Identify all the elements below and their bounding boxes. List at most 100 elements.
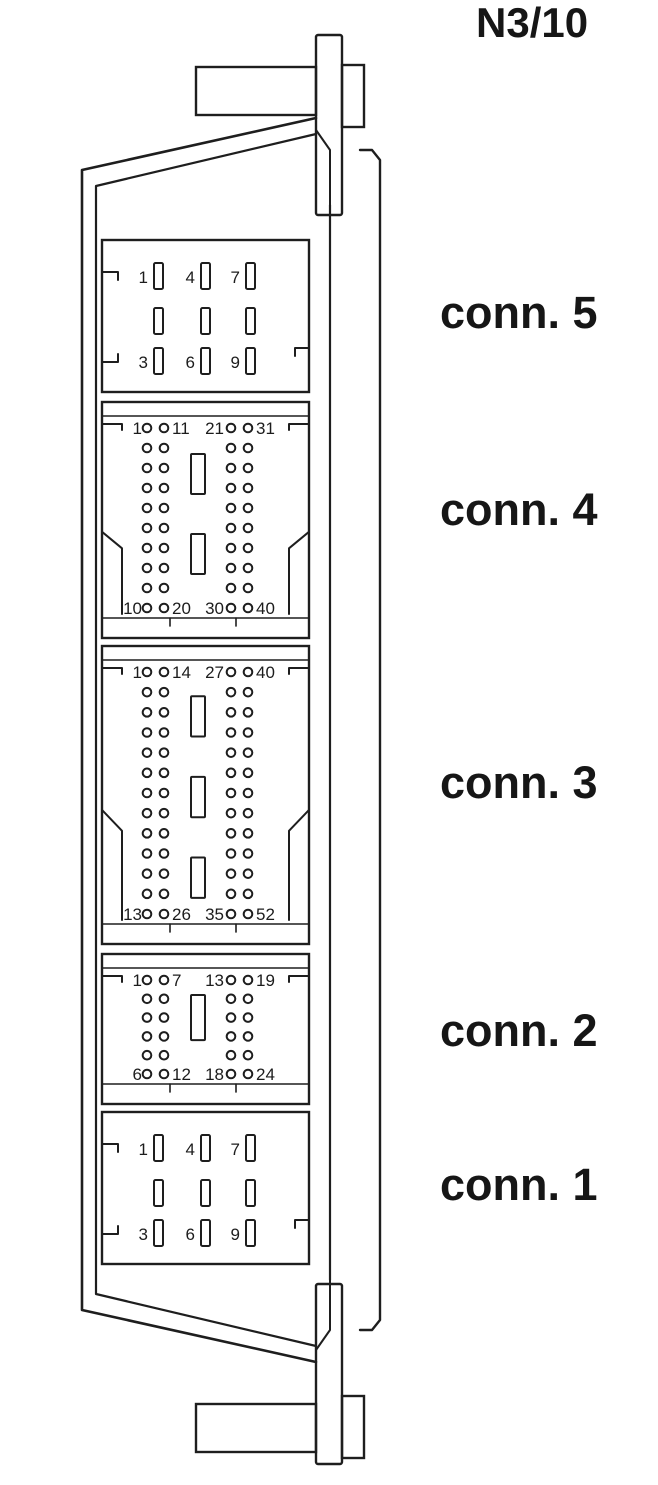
conn-3-block-pin [158,727,170,738]
conn-3-block-pin [158,848,170,859]
conn-3-block [100,644,311,946]
conn-4-block-pin [225,442,237,454]
conn-5-block-pin-label-bottom: 3 [139,353,148,372]
conn-4-block-pin [225,502,237,514]
conn-1-block-blade [200,1179,211,1207]
conn-2-block-pin [141,1012,153,1023]
conn-2-block-label-bottom-left: 6 [133,1065,142,1084]
conn-2-block-label-bottom-right-inner: 18 [205,1065,224,1084]
conn-3-block-pin [225,747,237,758]
conn-4-block-label-top-right: 31 [256,419,275,438]
conn-2-label: conn. 2 [440,1005,598,1056]
conn-2-block-label-top-right: 19 [256,971,275,990]
conn-1-block-pin-label-top: 7 [231,1140,240,1159]
conn-3-block-pin [141,888,153,900]
conn-3-block-label-bottom-right-inner: 35 [205,905,224,924]
conn-3-block-pin [158,908,170,920]
conn-1-block-pin-label-bottom: 6 [186,1225,195,1244]
conn-4-block-hook-left [101,423,123,431]
conn-4-block-pin [141,542,153,554]
conn-4-block-label-bottom-left: 10 [123,599,142,618]
conn-3-block-pin [225,767,237,779]
conn-3-block-pin [158,707,170,718]
conn-4-block-pin [242,562,254,574]
conn-5-block-notch-bl [101,353,119,363]
conn-4-block-label-bottom-left-inner: 20 [172,599,191,618]
conn-4-block-pin [242,542,254,554]
conn-1-label: conn. 1 [440,1159,598,1210]
conn-5-label: conn. 5 [440,287,598,338]
conn-5-block-notch-tl [101,271,119,281]
conn-1-block-notch-r [294,1219,310,1229]
conn-3-block-pin [141,848,153,859]
conn-3-block-pin [141,747,153,758]
conn-5-block [100,238,311,394]
conn-2-block-pin [158,974,170,986]
conn-2-block-pin [158,993,170,1005]
conn-4-block-label-top-left: 1 [133,419,142,438]
conn-4-block [100,400,311,640]
conn-2-block-pin [141,993,153,1005]
conn-1-block-blade [200,1219,211,1247]
conn-2-block-pin [225,993,237,1005]
conn-1-block-pin-label-top: 4 [186,1140,195,1159]
conn-4-block-pin [242,462,254,474]
conn-4-block-pin [141,482,153,494]
conn-3-block-pin [242,767,254,779]
conn-3-block-pin [225,868,237,879]
conn-1-block-pin-label-bottom: 3 [139,1225,148,1244]
conn-2-block-pin [242,1012,254,1023]
conn-2-block-pin [158,1068,170,1080]
conn-5-block-pin-label-bottom: 6 [186,353,195,372]
conn-4-block-pin [225,562,237,574]
conn-5-block-pin-label-top: 4 [186,268,195,287]
conn-3-block-pin [158,828,170,839]
conn-4-block-pin [158,602,170,614]
conn-4-block-pin [242,502,254,514]
conn-1-block-pin-label-top: 1 [139,1140,148,1159]
conn-4-label: conn. 4 [440,484,598,535]
conn-2-block-pin [225,1068,237,1080]
conn-1-block-blade [153,1219,164,1247]
conn-3-block-label-bottom-left: 13 [123,905,142,924]
conn-2-block-key-slot [190,994,206,1042]
conn-2-block-label-top-left: 1 [133,971,142,990]
conn-2-block-pin [141,974,153,986]
housing-back-edge [358,148,382,1332]
conn-3-block-pin [141,686,153,698]
conn-4-block-pin [225,582,237,594]
conn-3-block-pin [141,828,153,839]
conn-2-block-pin [141,1068,153,1080]
conn-3-block-pin [225,888,237,900]
conn-4-block-key-slot [190,453,206,495]
conn-2-block-pin [158,1049,170,1061]
conn-4-block-pin [242,582,254,594]
conn-2-block-pin [225,1049,237,1061]
conn-5-block-blade [200,347,211,375]
conn-5-block-blade [200,307,211,335]
conn-1-block-blade [245,1134,256,1162]
conn-5-block-blade [245,347,256,375]
conn-4-block-cutout-left [101,530,123,615]
conn-3-block-pin [158,747,170,758]
conn-3-block-pin [225,908,237,920]
conn-4-block-pin [225,462,237,474]
conn-4-block-pin [242,482,254,494]
conn-3-block-pin [158,686,170,698]
conn-3-block-pin [141,767,153,779]
conn-2-block-pin [141,1049,153,1061]
conn-4-block-label-bottom-right-inner: 30 [205,599,224,618]
conn-3-block-hook-right [288,667,310,675]
conn-3-block-pin [242,747,254,758]
conn-2-block-label-top-left-inner: 7 [172,971,181,990]
conn-4-block-pin [158,422,170,434]
conn-4-block-pin [141,582,153,594]
conn-2-block [100,952,311,1106]
conn-5-block-pin-label-bottom: 9 [231,353,240,372]
conn-3-block-pin [242,908,254,920]
conn-4-block-label-top-right-inner: 21 [205,419,224,438]
conn-3-block-label-top-left: 1 [133,663,142,682]
conn-5-block-pin-label-top: 7 [231,268,240,287]
conn-3-block-pin [225,727,237,738]
